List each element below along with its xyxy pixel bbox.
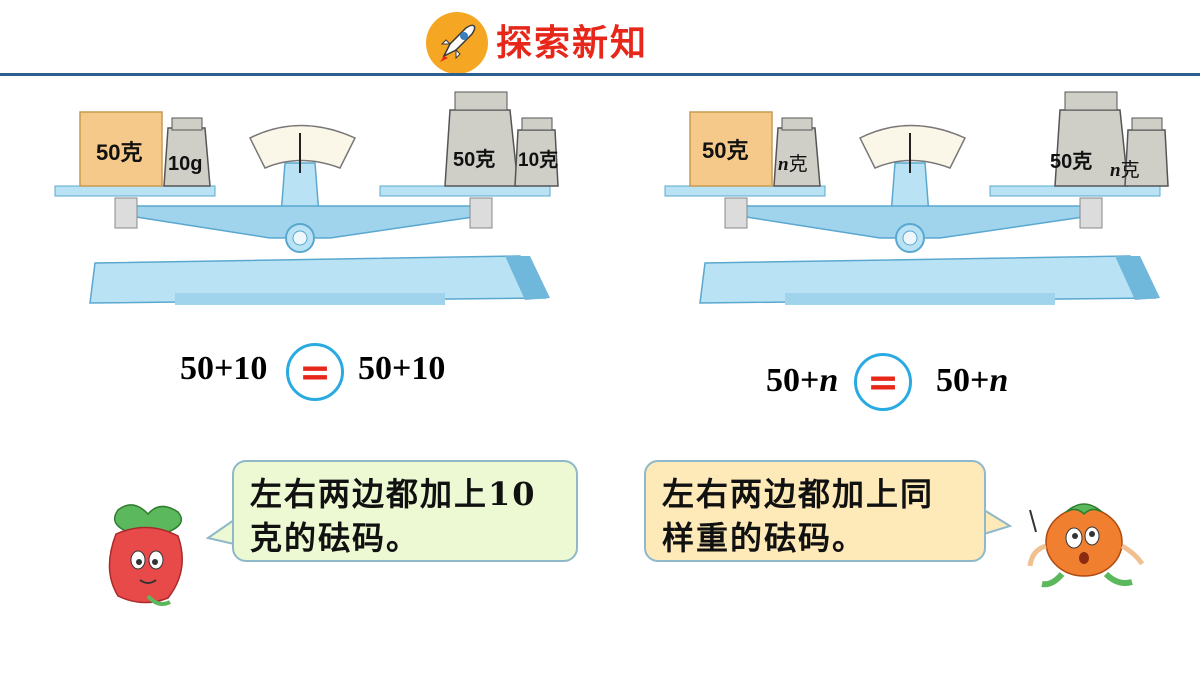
equation-right-rhs: 50+n (936, 362, 1008, 400)
block-label-right: 50克 (702, 138, 748, 163)
equals-circle-right: = (854, 353, 912, 411)
speech-bubble-right: 左右两边都加上同 样重的砝码。 (644, 460, 986, 562)
radish-character-icon (108, 504, 183, 606)
equation-right-lhs-num: 50+ (766, 362, 820, 399)
block-label-left: 50克 (96, 140, 142, 165)
weight-var-right: n (778, 154, 789, 175)
equation-right-rhs-num: 50+ (936, 362, 990, 399)
speech-bubble-left: 左右两边都加上10 克的砝码。 (232, 460, 578, 562)
bubble-left-line2: 克的砝码。 (250, 519, 421, 557)
balance-scale-right: 50克 n克 50克 n克 (664, 91, 1169, 305)
bubble-right-line2: 样重的砝码。 (662, 519, 867, 557)
equation-right-rhs-var: n (989, 362, 1009, 399)
equation-left-rhs: 50+10 (358, 350, 446, 387)
header-divider (0, 73, 1200, 76)
equals-circle-left: = (286, 343, 344, 401)
bubble-tail-right (982, 508, 1012, 538)
small-weight-unit-right: 克 (1121, 159, 1140, 181)
weight-label-left: 10g (168, 153, 202, 175)
weight-label-right: n克 (778, 153, 808, 175)
equation-right-lhs: 50+n (766, 362, 838, 400)
small-weight-label-left: 10克 (518, 148, 558, 171)
header: 探索新知 (0, 0, 1200, 76)
equation-left-lhs: 50+10 (180, 350, 268, 387)
bubble-left-line1: 左右两边都加上10 (250, 475, 537, 513)
small-weight-var-right: n (1110, 160, 1121, 181)
tomato-character-icon (1027, 503, 1145, 588)
balance-scale-left: 50克 10g 50克 10克 (54, 91, 559, 305)
page-title: 探索新知 (496, 23, 649, 64)
small-weight-label-right: n克 (1110, 159, 1140, 181)
bubble-right-line1: 左右两边都加上同 (662, 475, 935, 513)
big-weight-label-right: 50克 (1050, 150, 1092, 173)
big-weight-label-left: 50克 (453, 148, 495, 171)
equals-sign-left: = (299, 350, 331, 394)
rocket-icon (426, 12, 488, 74)
equation-right-lhs-var: n (819, 362, 839, 399)
weight-unit-right: 克 (789, 153, 808, 175)
equals-sign-right: = (867, 360, 899, 404)
